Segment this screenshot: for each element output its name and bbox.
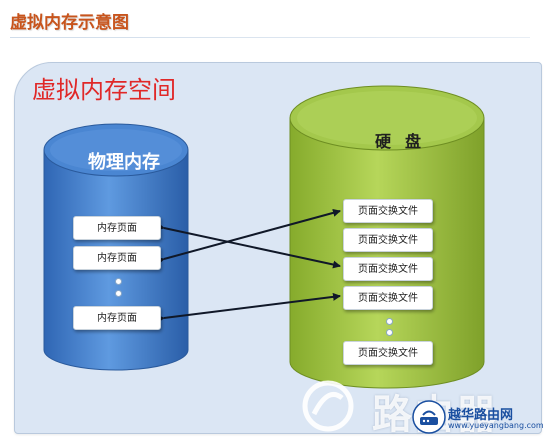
watermark-url: www.yueyangbang.com [448, 421, 544, 430]
header-divider [10, 37, 530, 38]
watermark-brand: 越华路由网 [448, 408, 514, 423]
memory-page-box: 内存页面 [73, 306, 161, 330]
watermark-logo-icon [302, 380, 354, 432]
router-badge-icon [412, 400, 446, 434]
memory-page-box: 内存页面 [73, 216, 161, 240]
swap-file-box: 页面交换文件 [343, 286, 433, 310]
swap-file-box: 页面交换文件 [343, 341, 433, 365]
mapping-arrow [156, 292, 341, 323]
swap-file-box: 页面交换文件 [343, 199, 433, 223]
ellipsis-dot [386, 318, 393, 325]
swap-file-box: 页面交换文件 [343, 228, 433, 252]
mapping-arrow [156, 208, 341, 265]
disk-label: 硬盘 [374, 132, 435, 151]
ellipsis-dot [115, 278, 122, 285]
swap-file-box: 页面交换文件 [343, 257, 433, 281]
ellipsis-dot [386, 329, 393, 336]
ellipsis-dot [115, 290, 122, 297]
virtual-memory-title: 虚拟内存空间 [32, 76, 176, 104]
diagram-header-title: 虚拟内存示意图 [10, 13, 129, 33]
memory-page-box: 内存页面 [73, 246, 161, 270]
physical-memory-label: 物理内存 [88, 152, 160, 173]
